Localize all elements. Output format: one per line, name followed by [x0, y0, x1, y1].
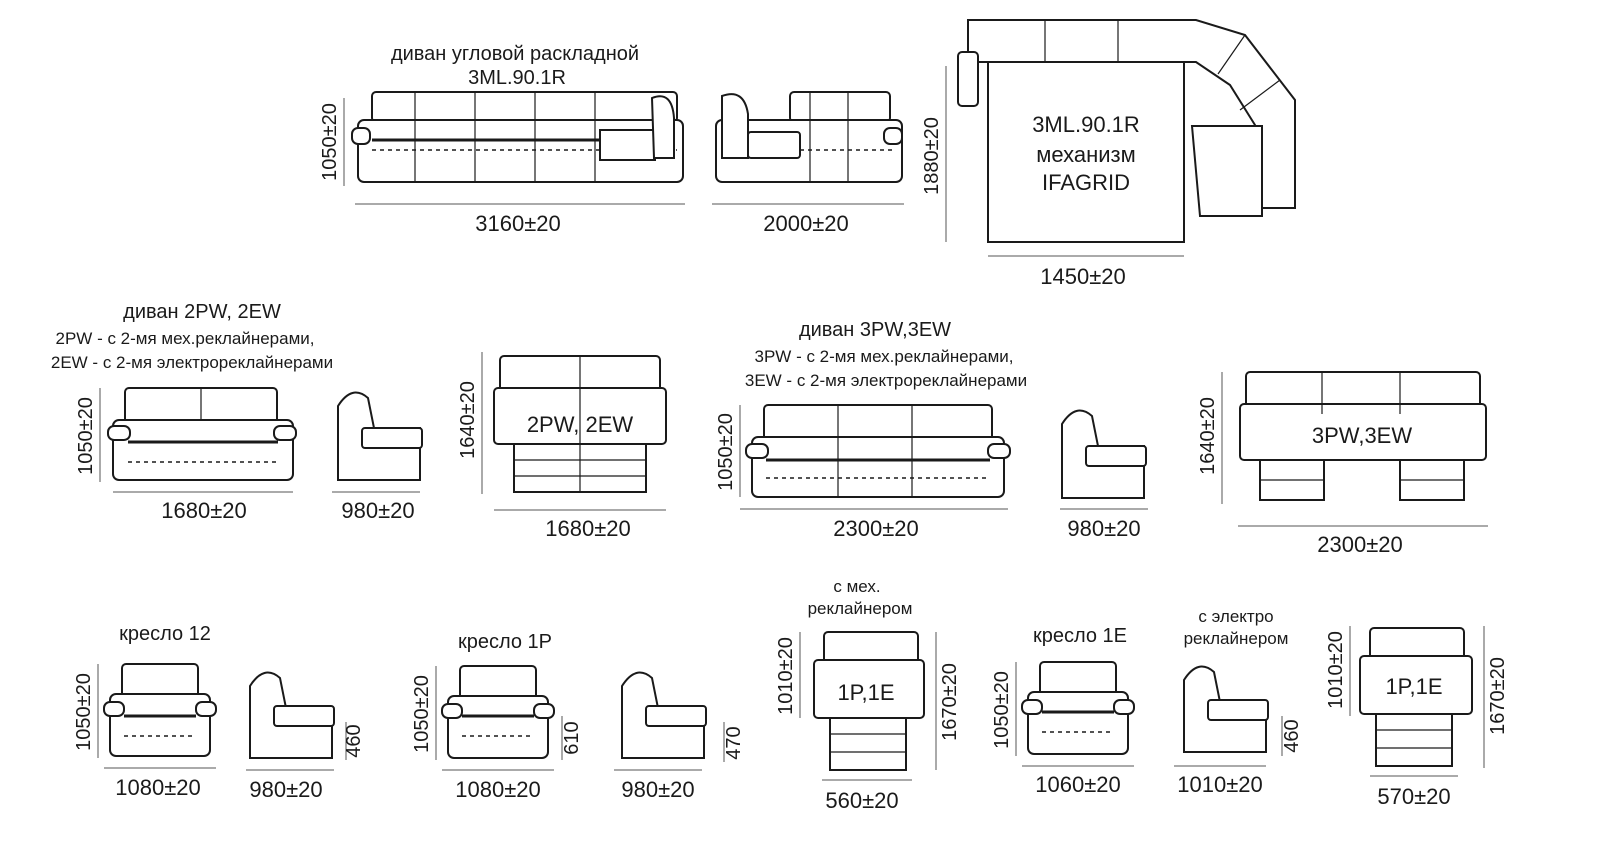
- armchair-1p-plan-full-depth-label: 1670±20: [939, 663, 961, 741]
- sofa-3pw-section: диван 3PW,3EW 3PW - с 2-мя мех.реклайнер…: [715, 319, 1488, 557]
- sofa-2pw-section: диван 2PW, 2EW 2PW - с 2-мя мех.реклайне…: [51, 301, 667, 541]
- sofa-3pw-height-label: 1050±20: [715, 413, 737, 491]
- armchair-12-side-view: [249, 671, 335, 759]
- sofa-2pw-height-label: 1050±20: [75, 397, 97, 475]
- corner-sofa-front-width-label: 3160±20: [475, 211, 561, 236]
- sofa-2pw-title: диван 2PW, 2EW: [123, 301, 281, 323]
- armchair-1p-arm-height-label: 610: [561, 721, 583, 754]
- armchair-1e-section: кресло 1E 1050±20 1060±20 с электро рекл…: [991, 607, 1509, 809]
- corner-sofa-plan-width-label: 1450±20: [1040, 264, 1126, 289]
- armchair-1e-side-width-label: 1010±20: [1177, 772, 1263, 797]
- armchair-1e-title: кресло 1E: [1033, 625, 1127, 647]
- armchair-1p-plan-depth-label: 1010±20: [775, 637, 797, 715]
- armchair-1p-section: кресло 1P 1050±20 610 1080±20 470 980±20…: [411, 577, 961, 813]
- sofa-3pw-plan-view: 3PW,3EW: [1239, 371, 1487, 501]
- sofa-2pw-front-width-label: 1680±20: [161, 498, 247, 523]
- corner-sofa-section: диван угловой раскладной 3ML.90.1R 1050±…: [319, 19, 1296, 289]
- armchair-1e-seat-height-label: 460: [1281, 719, 1303, 752]
- corner-sofa-height-label: 1050±20: [319, 103, 341, 181]
- corner-sofa-plan-mechanism: механизм: [1036, 142, 1136, 167]
- armchair-1e-front-width-label: 1060±20: [1035, 772, 1121, 797]
- armchair-1p-seat-height-label: 470: [723, 726, 745, 759]
- sofa-2pw-front-view: [107, 387, 297, 481]
- armchair-1p-height-label: 1050±20: [411, 675, 433, 753]
- armchair-1p-note-line1: с мех.: [833, 577, 880, 596]
- sofa-3pw-plan-depth-label: 1640±20: [1197, 397, 1219, 475]
- armchair-1p-title: кресло 1P: [458, 631, 552, 653]
- corner-sofa-side-view: [715, 91, 903, 183]
- armchair-12-section: кресло 12 1050±20 1080±20 460 980±20: [73, 623, 365, 802]
- armchair-1e-side-view: [1183, 665, 1269, 753]
- sofa-3pw-desc-line2: 3EW - с 2-мя электрореклайнерами: [745, 371, 1027, 390]
- armchair-1p-front-width-label: 1080±20: [455, 777, 541, 802]
- sofa-3pw-plan-label: 3PW,3EW: [1312, 423, 1412, 448]
- sofa-3pw-title: диван 3PW,3EW: [799, 319, 951, 341]
- sofa-3pw-desc-line1: 3PW - с 2-мя мех.реклайнерами,: [755, 347, 1014, 366]
- armchair-12-side-width-label: 980±20: [249, 777, 322, 802]
- sofa-2pw-desc-line1: 2PW - с 2-мя мех.реклайнерами,: [56, 329, 315, 348]
- sofa-2pw-plan-depth-label: 1640±20: [457, 381, 479, 459]
- corner-sofa-front-view: [351, 91, 684, 183]
- armchair-1e-plan-width-label: 570±20: [1377, 784, 1450, 809]
- armchair-1p-plan-width-label: 560±20: [825, 788, 898, 813]
- armchair-1e-height-label: 1050±20: [991, 671, 1013, 749]
- armchair-12-height-label: 1050±20: [73, 673, 95, 751]
- sofa-3pw-front-width-label: 2300±20: [833, 516, 919, 541]
- armchair-1e-plan-depth-label: 1010±20: [1325, 631, 1347, 709]
- armchair-1p-note-line2: реклайнером: [808, 599, 913, 618]
- corner-sofa-title: диван угловой раскладной: [391, 43, 639, 65]
- armchair-1e-note-line2: реклайнером: [1184, 629, 1289, 648]
- armchair-1e-front-view: [1021, 661, 1135, 755]
- sofa-2pw-plan-view: 2PW, 2EW: [493, 355, 667, 493]
- armchair-1e-plan-view: 1P,1E: [1359, 627, 1473, 767]
- armchair-1p-front-view: [441, 665, 555, 759]
- sofa-2pw-plan-label: 2PW, 2EW: [527, 412, 634, 437]
- armchair-1e-note-line1: с электро: [1198, 607, 1273, 626]
- sofa-2pw-desc-line2: 2EW - с 2-мя электрореклайнерами: [51, 353, 333, 372]
- corner-sofa-model: 3ML.90.1R: [468, 67, 566, 89]
- sofa-2pw-side-view: [337, 391, 423, 481]
- armchair-12-seat-height-label: 460: [343, 724, 365, 757]
- armchair-1p-side-view: [621, 671, 707, 759]
- armchair-1e-plan-label: 1P,1E: [1385, 674, 1442, 699]
- corner-sofa-plan-view: 3ML.90.1R механизм IFAGRID: [957, 19, 1296, 243]
- sofa-3pw-side-view: [1061, 409, 1147, 499]
- armchair-1p-plan-label: 1P,1E: [837, 680, 894, 705]
- armchair-1p-side-width-label: 980±20: [621, 777, 694, 802]
- corner-sofa-plan-mechanism-name: IFAGRID: [1042, 170, 1130, 195]
- armchair-12-front-view: [103, 663, 217, 757]
- sofa-3pw-side-width-label: 980±20: [1067, 516, 1140, 541]
- sofa-3pw-front-view: [745, 404, 1011, 498]
- sofa-2pw-plan-width-label: 1680±20: [545, 516, 631, 541]
- sofa-3pw-plan-width-label: 2300±20: [1317, 532, 1403, 557]
- armchair-12-title: кресло 12: [119, 623, 211, 645]
- corner-sofa-plan-model: 3ML.90.1R: [1032, 112, 1140, 137]
- corner-sofa-side-width-label: 2000±20: [763, 211, 849, 236]
- sofa-2pw-side-width-label: 980±20: [341, 498, 414, 523]
- armchair-1e-plan-full-depth-label: 1670±20: [1487, 657, 1509, 735]
- corner-sofa-plan-depth-label: 1880±20: [921, 117, 943, 195]
- armchair-12-front-width-label: 1080±20: [115, 775, 201, 800]
- armchair-1p-plan-view: 1P,1E: [813, 631, 925, 771]
